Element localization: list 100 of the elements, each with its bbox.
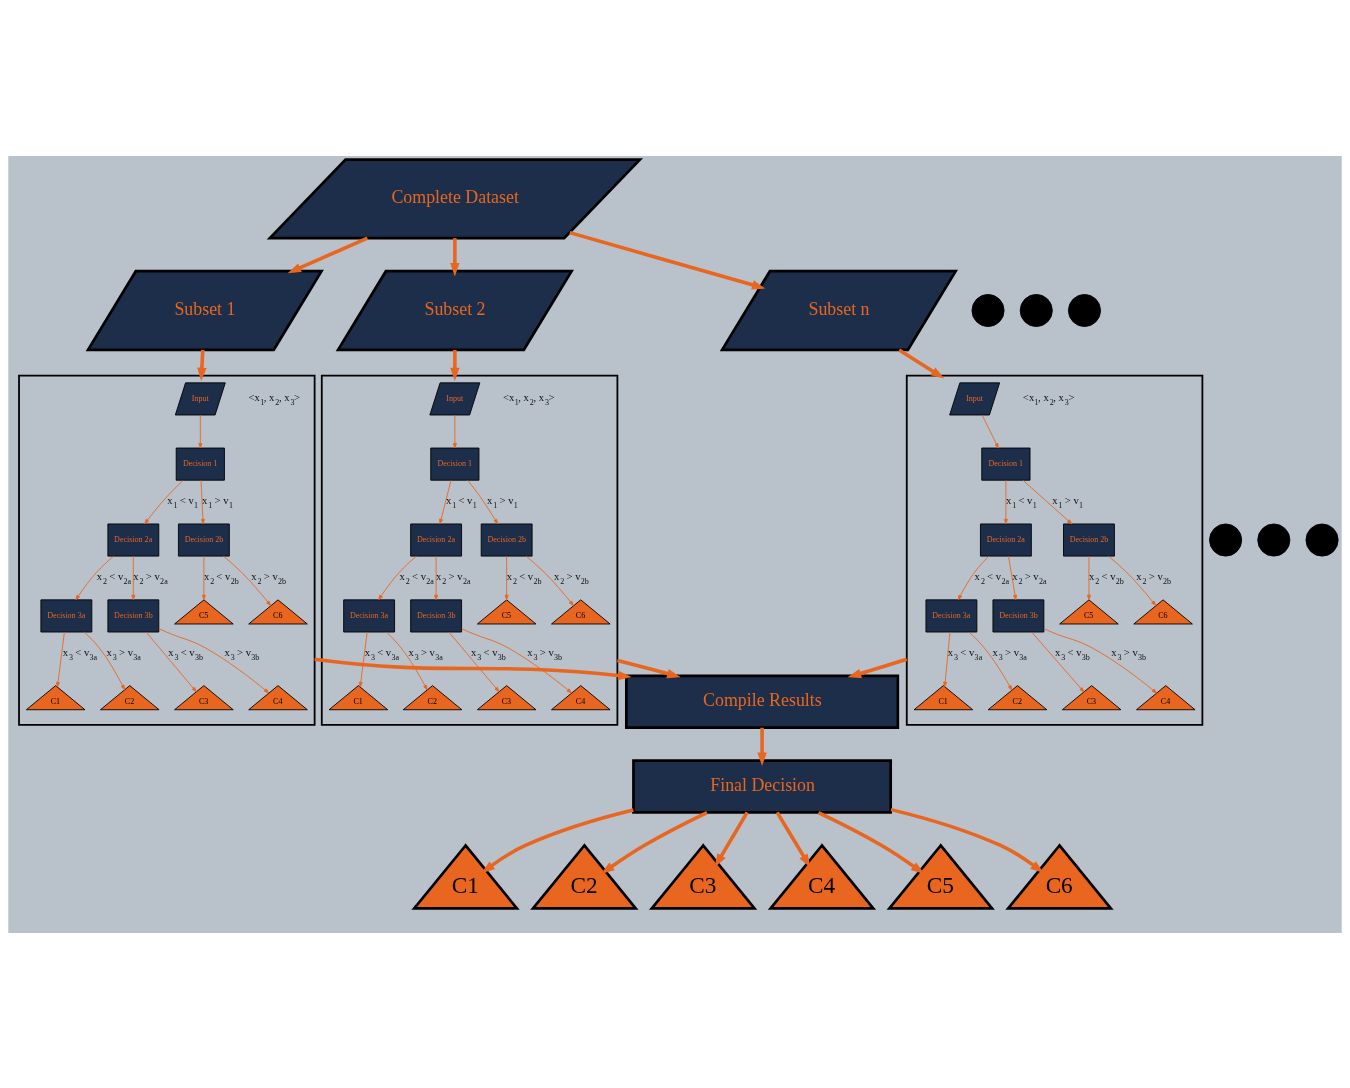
arrow <box>75 555 114 600</box>
node-box: Decision 3a <box>925 598 978 632</box>
cluster <box>320 374 619 726</box>
arrow <box>144 479 184 524</box>
node-box: Decision 3b <box>992 598 1045 632</box>
arrow <box>1008 555 1018 600</box>
cluster <box>18 374 316 726</box>
arrow <box>898 347 945 379</box>
edge-label: x$_{1}$ < v$_{1}$ <box>167 493 199 510</box>
arrow <box>450 237 460 276</box>
arrow <box>1003 479 1008 524</box>
arrow <box>481 807 634 873</box>
edge-label: x$_{2}$ > v$_{2b}$ <box>1136 569 1172 586</box>
arrow <box>775 811 811 868</box>
edge-label: x$_{3}$ < v$_{3a}$ <box>62 645 98 662</box>
arrow <box>847 657 908 678</box>
arrow <box>145 631 197 692</box>
node-box: Decision 2a <box>107 523 160 557</box>
edge-label: x$_{3}$ > v$_{3a}$ <box>106 645 141 662</box>
node-circle <box>1209 523 1243 557</box>
edge-label: x$_{2}$ < v$_{2b}$ <box>203 569 239 586</box>
node-circle <box>1257 523 1291 557</box>
arrow <box>943 631 951 687</box>
edge-label: x$_{3}$ > v$_{3a}$ <box>408 645 443 662</box>
arrow <box>197 349 207 381</box>
edge-label: x$_{3}$ < v$_{3b}$ <box>1055 645 1090 662</box>
arrow <box>452 414 457 448</box>
arrow <box>386 631 428 690</box>
cluster <box>905 374 1204 726</box>
node-box: Final Decision <box>632 758 892 814</box>
arrow <box>378 555 417 600</box>
edge-label: x$_{2}$ > v$_{2a}$ <box>133 569 168 586</box>
node-circle <box>971 293 1005 327</box>
edge-label: x$_{3}$ < v$_{3a}$ <box>947 645 983 662</box>
edge-label: x$_{2}$ < v$_{2b}$ <box>1088 569 1124 586</box>
edge-label: x$_{3}$ < v$_{3b}$ <box>168 645 203 662</box>
arrow <box>504 555 509 600</box>
node-circle <box>1019 293 1053 327</box>
arrow <box>314 656 632 680</box>
node-label: <x$_{1}$, x$_{2}$, x$_{3}$> <box>248 390 301 407</box>
arrow <box>439 479 452 524</box>
node-box: Decision 2b <box>480 523 533 557</box>
node-box: Decision 2b <box>178 523 230 557</box>
node-box: Decision 2a <box>410 523 462 557</box>
arrow <box>1086 555 1091 600</box>
arrow <box>198 414 203 448</box>
arrow <box>200 479 205 524</box>
edge-label: x$_{1}$ > v$_{1}$ <box>487 493 518 510</box>
edge-label: x$_{2}$ < v$_{2b}$ <box>506 569 542 586</box>
edge-label: x$_{1}$ > v$_{1}$ <box>1052 493 1084 510</box>
arrow <box>56 631 65 687</box>
edge-label: x$_{3}$ > v$_{3b}$ <box>527 645 562 662</box>
node-box: Decision 2b <box>1063 523 1115 557</box>
arrow <box>757 727 767 766</box>
edge-label: x$_{2}$ < v$_{2a}$ <box>399 569 434 586</box>
node-box: Decision 3b <box>410 598 462 632</box>
arrow <box>616 658 681 678</box>
arrow <box>1108 555 1157 606</box>
edge-label: x$_{2}$ > v$_{2a}$ <box>436 569 471 586</box>
arrow <box>1022 479 1073 524</box>
node-box: Compile Results <box>625 673 900 729</box>
arrow <box>569 230 766 289</box>
edge-label: x$_{2}$ > v$_{2b}$ <box>553 569 589 586</box>
arrow <box>158 627 270 693</box>
arrow <box>981 414 999 448</box>
arrow <box>957 555 990 600</box>
edge-label: x$_{3}$ < v$_{3b}$ <box>470 645 506 662</box>
arrow <box>467 479 499 524</box>
arrow <box>358 631 368 687</box>
arrow <box>287 236 369 273</box>
node-box: Decision 3a <box>40 598 93 632</box>
arrow <box>131 555 136 600</box>
edge-label: x$_{1}$ > v$_{1}$ <box>202 493 233 510</box>
node-box: Decision 2a <box>980 523 1032 557</box>
edge-label: x$_{2}$ > v$_{2a}$ <box>1012 569 1047 586</box>
edge-label: x$_{2}$ < v$_{2a}$ <box>96 569 132 586</box>
arrow <box>223 555 272 606</box>
edge-label: x$_{2}$ < v$_{2a}$ <box>974 569 1010 586</box>
edge-label: x$_{3}$ < v$_{3a}$ <box>364 645 400 662</box>
node-circle <box>1067 293 1101 327</box>
edge-label: x$_{3}$ > v$_{3b}$ <box>224 645 260 662</box>
node-circle <box>1305 523 1339 557</box>
node-label: <x$_{1}$, x$_{2}$, x$_{3}$> <box>503 390 555 407</box>
node-box: Decision 3a <box>343 598 395 632</box>
arrow <box>714 811 749 867</box>
arrow <box>84 631 125 690</box>
arrow <box>601 810 708 874</box>
arrow <box>525 555 574 606</box>
node-box: Decision 1 <box>981 447 1031 481</box>
edge-label: x$_{3}$ > v$_{3b}$ <box>1111 645 1147 662</box>
arrow <box>201 555 206 600</box>
edge-label: x$_{1}$ < v$_{1}$ <box>1005 493 1037 510</box>
arrow <box>461 627 572 693</box>
arrow <box>450 349 460 381</box>
node-label: <x$_{1}$, x$_{2}$, x$_{3}$> <box>1022 390 1075 407</box>
arrow <box>448 631 500 692</box>
arrow <box>890 807 1044 873</box>
node-box: Decision 1 <box>175 447 225 481</box>
edge-label: x$_{2}$ > v$_{2b}$ <box>251 569 287 586</box>
arrow <box>1043 627 1157 693</box>
